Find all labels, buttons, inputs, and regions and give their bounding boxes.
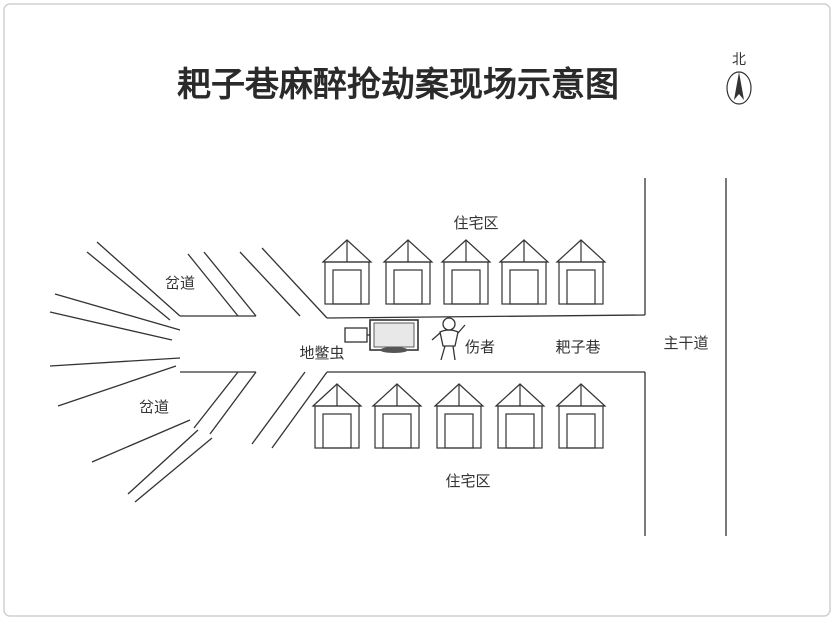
house-icon [433, 383, 485, 449]
house-icon [311, 383, 363, 449]
tricycle-icon [344, 319, 419, 353]
house-icon [555, 383, 607, 449]
alley-road [326, 178, 646, 536]
south-branch-roads [49, 357, 328, 503]
north-branch-roads [49, 241, 328, 341]
label-alley: 耙子巷 [555, 338, 600, 356]
diagram-frame [3, 3, 831, 617]
house-icon [498, 239, 550, 305]
house-icon [382, 239, 434, 305]
house-icon [321, 239, 373, 305]
house-icon [371, 383, 423, 449]
label-branch-south: 岔道 [139, 398, 169, 416]
south-houses [311, 383, 607, 449]
label-turtle: 地鳖虫 [299, 344, 344, 362]
house-icon [494, 383, 546, 449]
label-main-road: 主干道 [663, 334, 708, 352]
label-residential-south: 住宅区 [445, 472, 490, 490]
diagram-title: 耙子巷麻醉抢劫案现场示意图 [177, 65, 619, 105]
victim-figure-icon [431, 317, 466, 361]
house-icon [440, 239, 492, 305]
label-victim: 伤者 [465, 338, 495, 356]
north-arrow-icon: 北 [726, 52, 752, 105]
north-houses [321, 239, 607, 305]
house-icon [555, 239, 607, 305]
label-residential-north: 住宅区 [453, 214, 498, 232]
label-branch-north: 岔道 [165, 274, 195, 292]
compass-label: 北 [732, 52, 746, 68]
